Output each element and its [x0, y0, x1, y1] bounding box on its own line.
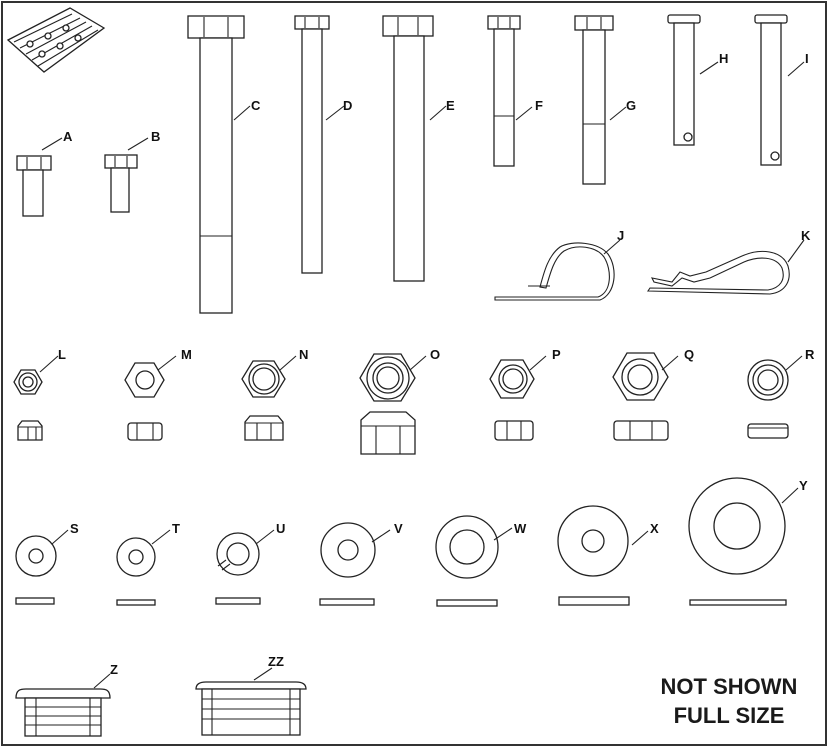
washer-v: V — [319, 521, 403, 606]
label-d: D — [343, 98, 352, 113]
bolt-g: G — [574, 15, 636, 185]
label-y: Y — [799, 478, 808, 493]
nut-q-side-view — [613, 420, 669, 441]
label-n: N — [299, 347, 308, 362]
label-zz: ZZ — [268, 654, 284, 669]
nut-l: L — [13, 347, 66, 395]
washer-w: W — [435, 515, 527, 607]
washer-t: T — [116, 521, 180, 606]
end-cap-zz: ZZ — [195, 654, 307, 736]
bolt-f: F — [487, 15, 543, 167]
scale-note: NOT SHOWN FULL SIZE — [640, 672, 818, 730]
nut-p: P — [489, 347, 561, 399]
lock-washer-u: U — [215, 521, 285, 605]
washer-y: Y — [688, 477, 808, 606]
label-z: Z — [110, 662, 118, 677]
nut-m: M — [124, 347, 192, 398]
spacer-r-side-view — [747, 423, 789, 439]
label-b: B — [151, 129, 160, 144]
bolt-c: C — [187, 15, 261, 314]
label-q: Q — [684, 347, 694, 362]
label-g: G — [626, 98, 636, 113]
pin-i: I — [754, 14, 809, 166]
hairpin-k: K — [646, 228, 811, 295]
label-k: K — [801, 228, 811, 243]
label-a: A — [63, 129, 73, 144]
label-x: X — [650, 521, 659, 536]
hairpin-j: J — [494, 228, 624, 301]
nut-o-side-view — [360, 411, 416, 455]
nut-o: O — [359, 347, 440, 402]
label-v: V — [394, 521, 403, 536]
label-s: S — [70, 521, 79, 536]
label-t: T — [172, 521, 180, 536]
hardware-bag-icon — [6, 7, 106, 73]
bolt-b: B — [104, 129, 160, 213]
washer-s: S — [15, 521, 79, 605]
bolt-d: D — [294, 15, 352, 274]
end-cap-z: Z — [15, 662, 118, 737]
label-e: E — [446, 98, 455, 113]
nut-l-side-view — [17, 420, 43, 441]
label-f: F — [535, 98, 543, 113]
label-l: L — [58, 347, 66, 362]
nut-p-side-view — [494, 420, 534, 441]
pin-h: H — [667, 14, 728, 146]
label-j: J — [617, 228, 624, 243]
spacer-r: R — [747, 347, 815, 401]
bolt-a: A — [16, 129, 73, 217]
nut-n: N — [241, 347, 308, 398]
label-p: P — [552, 347, 561, 362]
label-u: U — [276, 521, 285, 536]
label-w: W — [514, 521, 527, 536]
nut-n-side-view — [244, 415, 284, 441]
label-i: I — [805, 51, 809, 66]
scale-note-line-1: NOT SHOWN — [660, 674, 798, 699]
scale-note-line-2: FULL SIZE — [673, 703, 785, 728]
label-c: C — [251, 98, 261, 113]
label-m: M — [181, 347, 192, 362]
nut-q: Q — [612, 347, 694, 401]
label-h: H — [719, 51, 728, 66]
label-o: O — [430, 347, 440, 362]
washer-x: X — [557, 505, 659, 606]
nut-m-side-view — [127, 422, 163, 441]
bolt-e: E — [382, 15, 455, 282]
label-r: R — [805, 347, 815, 362]
